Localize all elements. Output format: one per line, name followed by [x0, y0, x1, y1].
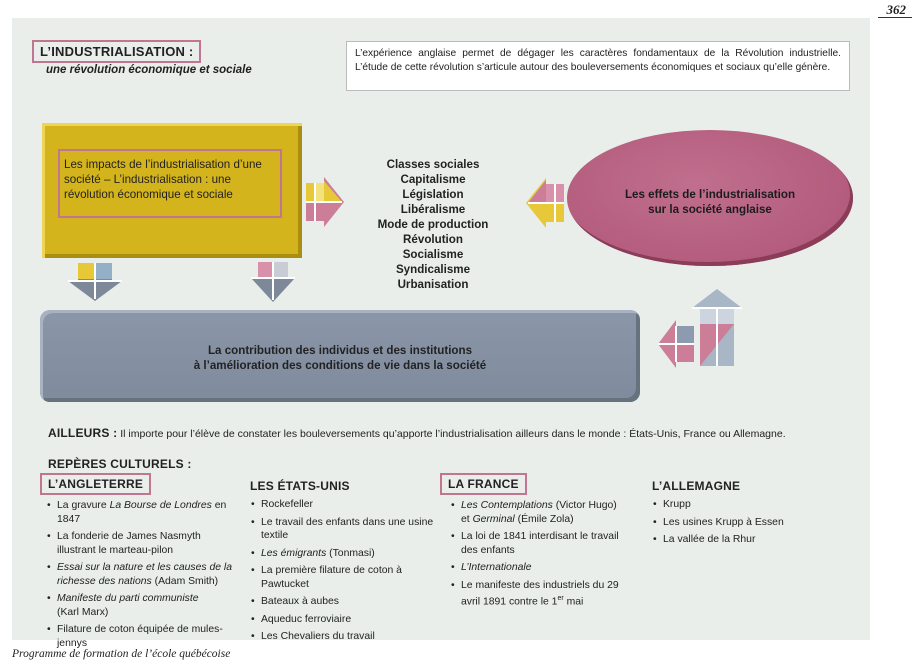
contribution-line: La contribution des individus et des ins…	[207, 344, 473, 357]
list-item: La gravure La Bourse de Londres en 1847	[46, 499, 232, 526]
concept-item: Classes sociales	[386, 158, 480, 171]
footer-text: Programme de formation de l’école québéc…	[12, 648, 231, 660]
list-item: Essai sur la nature et les causes de la …	[46, 561, 232, 588]
list-item: Manifeste du parti communiste(Karl Marx)	[46, 592, 232, 619]
intro-text: L’expérience anglaise permet de dégager …	[346, 41, 850, 91]
impacts-text: Les impacts de l’industrialisation d’une…	[58, 149, 282, 218]
left-arrow-icon-2	[658, 320, 694, 368]
impacts-box	[42, 123, 302, 258]
reperes-title: REPÈRES CULTURELS :	[48, 457, 192, 471]
list-item: Aqueduc ferroviaire	[250, 613, 440, 627]
list-item: La première filature de coton à Pawtucke…	[250, 564, 440, 591]
column-etats-unis: LES ÉTATS-UNIS Rockefeller Le travail de…	[250, 479, 440, 648]
column-france: LA FRANCE Les Contemplations (Victor Hug…	[440, 473, 620, 613]
column-heading: LES ÉTATS-UNIS	[250, 479, 350, 493]
column-heading: L’ANGLETERRE	[40, 473, 152, 495]
contribution-box	[40, 310, 640, 402]
page-subtitle: une révolution économique et sociale	[46, 64, 252, 76]
ailleurs-text: Il importe pour l’élève de constater les…	[117, 428, 786, 440]
column-allemagne: L’ALLEMAGNE Krupp Les usines Krupp à Ess…	[652, 479, 832, 551]
up-arrow-icon	[692, 289, 742, 366]
effects-text: Les effets de l’industrialisation sur la…	[590, 187, 830, 217]
list-item: Rockefeller	[250, 498, 440, 512]
list-item: Les usines Krupp à Essen	[652, 516, 832, 530]
concept-item: Urbanisation	[397, 278, 469, 291]
down-arrow-icon	[68, 263, 122, 301]
list-item: Les Chevaliers du travail	[250, 630, 440, 644]
list-item: La loi de 1841 interdisant le travail de…	[450, 530, 620, 557]
down-arrow-icon-2	[251, 262, 295, 302]
list-item: La fonderie de James Nasmyth illustrant …	[46, 530, 232, 557]
page-title: L’INDUSTRIALISATION :	[32, 40, 202, 63]
concept-item: Socialisme	[402, 248, 464, 261]
list-item: Filature de coton équipée de mules-jenny…	[46, 623, 232, 650]
effects-line: Les effets de l’industrialisation	[624, 188, 796, 201]
page-number: 362	[886, 2, 907, 17]
left-arrow-icon	[526, 178, 564, 228]
column-heading: LA FRANCE	[440, 473, 527, 495]
list-item: Le travail des enfants dans une usine te…	[250, 516, 440, 543]
top-rule	[878, 17, 912, 18]
contribution-text: La contribution des individus et des ins…	[110, 343, 570, 373]
list-item: La vallée de la Rhur	[652, 533, 832, 547]
concept-item: Syndicalisme	[395, 263, 471, 276]
concept-item: Législation	[402, 188, 464, 201]
concepts-list: Classes sociales Capitalisme Législation…	[360, 157, 506, 292]
column-angleterre: L’ANGLETERRE La gravure La Bourse de Lon…	[40, 473, 232, 654]
list-item: L’Internationale	[450, 561, 620, 575]
right-arrow-icon	[306, 177, 344, 227]
list-item: Bateaux à aubes	[250, 595, 440, 609]
concept-item: Libéralisme	[400, 203, 466, 216]
concept-item: Capitalisme	[400, 173, 466, 186]
ailleurs-label: AILLEURS :	[48, 426, 118, 440]
concept-item: Révolution	[403, 233, 463, 246]
list-item: Les émigrants (Tonmasi)	[250, 547, 440, 561]
concept-item: Mode de production	[377, 218, 489, 231]
column-heading: L’ALLEMAGNE	[652, 479, 741, 493]
list-item: Krupp	[652, 498, 832, 512]
effects-line: sur la société anglaise	[648, 203, 772, 216]
contribution-line: à l’amélioration des conditions de vie d…	[193, 359, 487, 372]
effects-ellipse	[567, 130, 853, 266]
ailleurs-paragraph: AILLEURS : Il importe pour l’élève de co…	[48, 426, 786, 440]
list-item: Les Contemplations (Victor Hugo) et Germ…	[450, 499, 620, 526]
list-item: Le manifeste des industriels du 29 avril…	[450, 579, 620, 609]
